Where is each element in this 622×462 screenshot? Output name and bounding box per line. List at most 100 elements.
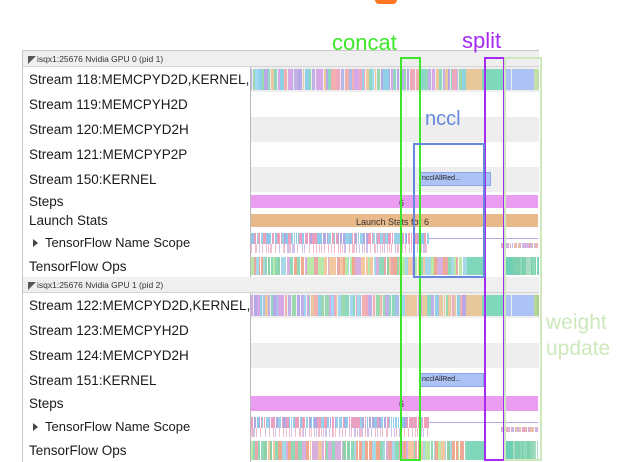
- row-track-steps-1[interactable]: 6: [251, 393, 539, 414]
- trace-slice[interactable]: [391, 244, 392, 253]
- trace-slice[interactable]: [351, 428, 352, 437]
- expand-triangle-icon[interactable]: [33, 239, 38, 247]
- trace-slice[interactable]: [425, 244, 426, 253]
- trace-slice[interactable]: [417, 244, 418, 253]
- trace-slice[interactable]: [300, 417, 302, 428]
- timeline-row-stream-119[interactable]: Stream 119:MEMCPYH2D: [23, 92, 539, 117]
- trace-slice[interactable]: [396, 428, 397, 437]
- trace-slice[interactable]: [300, 428, 301, 437]
- trace-slice[interactable]: [367, 428, 368, 437]
- trace-slice[interactable]: [270, 244, 271, 253]
- trace-slice[interactable]: [482, 69, 504, 90]
- trace-slice[interactable]: [537, 69, 539, 90]
- trace-slice[interactable]: [366, 244, 368, 253]
- trace-slice[interactable]: [254, 417, 256, 428]
- trace-slice[interactable]: [319, 233, 322, 244]
- trace-slice[interactable]: [370, 244, 371, 253]
- trace-slice[interactable]: [268, 244, 269, 253]
- trace-slice[interactable]: [323, 233, 326, 244]
- timeline-row-tf-ops-1[interactable]: TensorFlow Ops: [23, 439, 539, 462]
- trace-slice[interactable]: [467, 257, 485, 275]
- trace-slice[interactable]: [394, 428, 395, 437]
- trace-slice[interactable]: [422, 69, 427, 90]
- row-label-steps-1[interactable]: Steps: [23, 393, 251, 414]
- row-track-steps-0[interactable]: 6: [251, 192, 539, 211]
- trace-slice[interactable]: [409, 244, 410, 253]
- trace-slice[interactable]: [293, 244, 295, 253]
- trace-slice[interactable]: [273, 428, 274, 437]
- trace-slice[interactable]: [291, 428, 292, 437]
- trace-slice[interactable]: [505, 295, 511, 316]
- trace-slice[interactable]: [266, 417, 269, 428]
- trace-slice[interactable]: [335, 428, 336, 437]
- timeline-row-stream-121[interactable]: Stream 121:MEMCPYP2P: [23, 142, 539, 167]
- row-label-tf-ops-1[interactable]: TensorFlow Ops: [23, 439, 251, 462]
- trace-slice[interactable]: [313, 244, 314, 253]
- trace-slice[interactable]: [345, 69, 349, 90]
- trace-slice[interactable]: [332, 428, 334, 437]
- trace-slice[interactable]: [298, 69, 302, 90]
- row-track-stream-118[interactable]: [251, 67, 539, 92]
- trace-slice[interactable]: [395, 244, 396, 253]
- trace-slice[interactable]: [288, 295, 292, 316]
- trace-slice[interactable]: [255, 244, 257, 253]
- trace-slice[interactable]: [384, 244, 385, 253]
- trace-slice[interactable]: [405, 244, 406, 253]
- trace-slice[interactable]: [513, 257, 517, 275]
- trace-slice[interactable]: [466, 69, 482, 90]
- row-track-stream-151[interactable]: ncclAllRed...: [251, 368, 539, 393]
- trace-slice[interactable]: [422, 295, 426, 316]
- trace-slice[interactable]: [418, 295, 422, 316]
- trace-slice[interactable]: [342, 244, 343, 253]
- trace-slice[interactable]: [253, 428, 255, 437]
- trace-slice[interactable]: [371, 428, 372, 437]
- trace-slice[interactable]: [263, 233, 266, 244]
- trace-slice[interactable]: [311, 428, 312, 437]
- trace-slice[interactable]: [309, 244, 311, 253]
- trace-slice[interactable]: [387, 428, 388, 437]
- trace-slice[interactable]: [423, 428, 424, 437]
- trace-slice[interactable]: [421, 428, 422, 437]
- trace-slice[interactable]: [331, 244, 333, 253]
- trace-slice[interactable]: [279, 244, 280, 253]
- trace-slice[interactable]: [304, 244, 305, 253]
- trace-slice[interactable]: [319, 428, 320, 437]
- trace-slice[interactable]: [321, 244, 322, 253]
- row-label-stream-118[interactable]: Stream 118:MEMCPYD2D,KERNEL,MI: [23, 67, 251, 92]
- trace-slice[interactable]: [259, 244, 261, 253]
- row-track-stream-120[interactable]: [251, 117, 539, 142]
- trace-slice[interactable]: [384, 417, 387, 428]
- trace-slice[interactable]: [316, 244, 317, 253]
- trace-slice[interactable]: [402, 244, 403, 253]
- trace-slice[interactable]: [380, 244, 381, 253]
- row-track-stream-122[interactable]: [251, 293, 539, 318]
- trace-slice[interactable]: [305, 428, 307, 437]
- trace-slice[interactable]: [359, 244, 360, 253]
- trace-slice[interactable]: [482, 295, 504, 316]
- trace-slice[interactable]: [344, 244, 345, 253]
- timeline-row-name-scope-0[interactable]: TensorFlow Name Scope: [23, 230, 539, 255]
- trace-slice[interactable]: [319, 417, 321, 428]
- trace-slice[interactable]: [329, 428, 330, 437]
- trace-slice[interactable]: [275, 244, 277, 253]
- step-span[interactable]: [251, 195, 538, 208]
- trace-slice[interactable]: [353, 244, 354, 253]
- group-header-gpu0[interactable]: isqx1:25676 Nvidia GPU 0 (pid 1): [23, 51, 539, 67]
- collapse-triangle-icon[interactable]: [28, 56, 36, 64]
- row-label-stream-121[interactable]: Stream 121:MEMCPYP2P: [23, 142, 251, 167]
- timeline-row-stream-120[interactable]: Stream 120:MEMCPYD2H: [23, 117, 539, 142]
- trace-slice[interactable]: [427, 428, 429, 437]
- trace-slice[interactable]: [334, 244, 335, 253]
- trace-slice[interactable]: [283, 428, 284, 437]
- timeline-row-tf-ops-0[interactable]: TensorFlow Ops: [23, 255, 539, 277]
- trace-slice[interactable]: [388, 233, 391, 244]
- trace-slice[interactable]: [401, 428, 402, 437]
- trace-slice[interactable]: [351, 417, 354, 428]
- timeline-row-stream-123[interactable]: Stream 123:MEMCPYH2D: [23, 318, 539, 343]
- trace-slice[interactable]: [391, 428, 392, 437]
- trace-slice[interactable]: [387, 244, 388, 253]
- trace-slice[interactable]: [339, 428, 340, 437]
